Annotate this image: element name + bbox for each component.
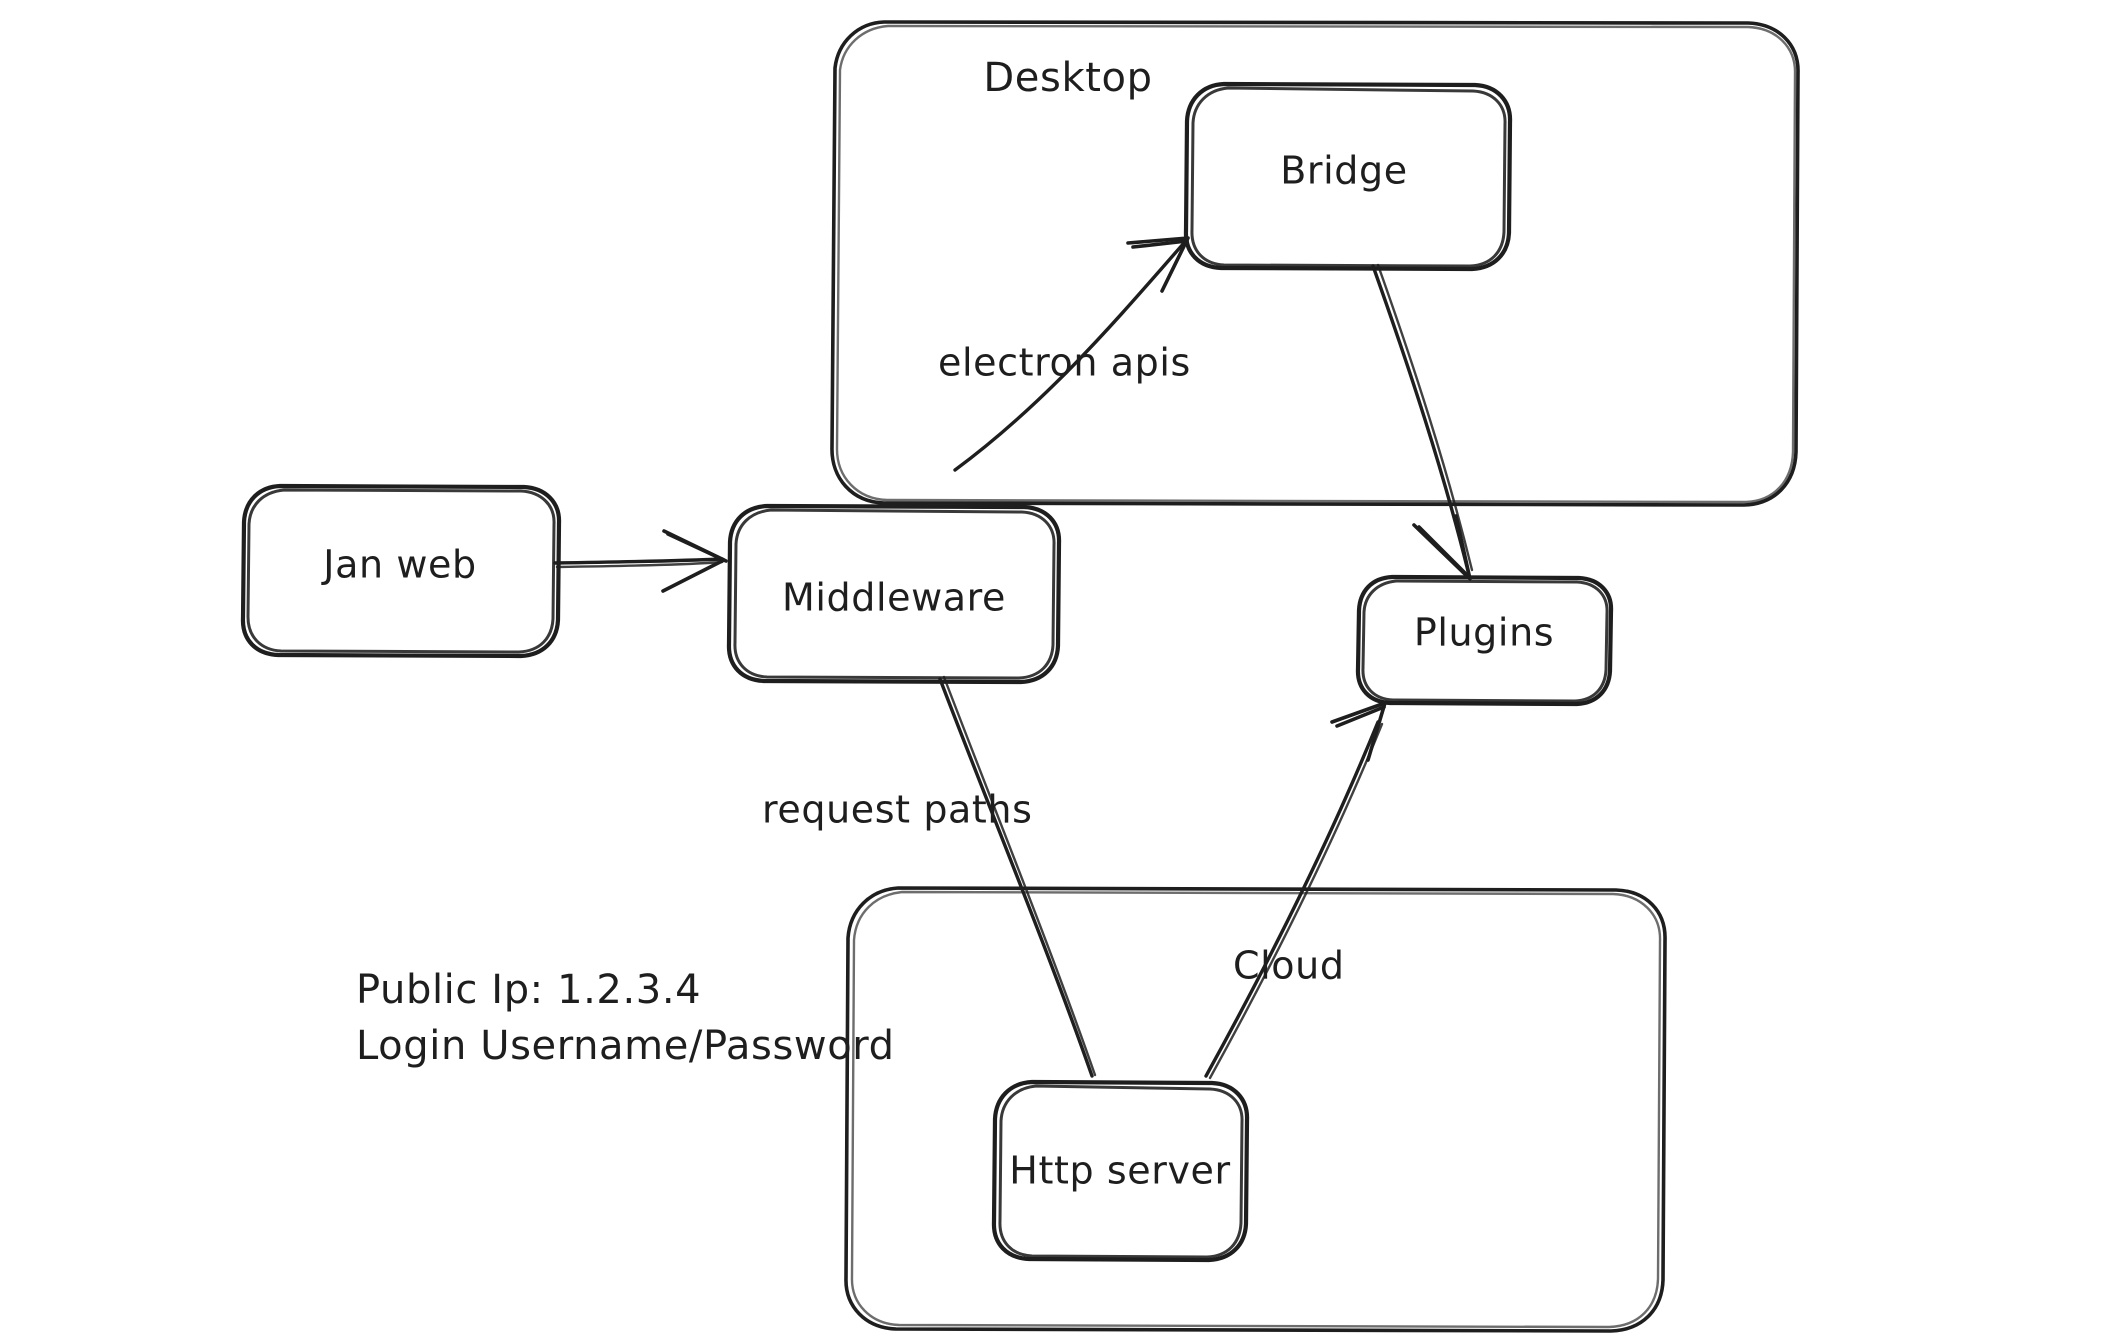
middleware-box-outline-second-pass	[733, 508, 1056, 680]
arrowhead-plugins-top-in-second-pass	[1417, 525, 1470, 578]
bridge-label: Bridge	[1280, 149, 1407, 193]
edge-label-electron-apis: electron apis	[938, 341, 1191, 385]
edge-line-middleware-bridge	[953, 241, 1186, 472]
group-desktop[interactable]: Desktop	[830, 20, 1800, 507]
jan-web-box-outline-second-pass	[246, 488, 556, 654]
edge-line-jan-web-middleware-second-pass	[555, 560, 724, 569]
group-cloud[interactable]	[844, 886, 1667, 1333]
edge-line-middleware-http-server	[938, 677, 1094, 1078]
cloud-container-outline-second-pass	[850, 890, 1662, 1329]
desktop-container-outline-second-pass	[835, 24, 1797, 504]
http-server-box-outline	[991, 1079, 1250, 1263]
http-server-label: Http server	[1009, 1149, 1230, 1193]
http-server-box-outline-second-pass	[998, 1084, 1244, 1259]
middleware-label: Middleware	[782, 576, 1006, 620]
edge-http-server-to-plugins[interactable]: Cloud	[1204, 701, 1387, 1080]
arrowhead-middleware-in-second-pass	[666, 532, 728, 563]
edge-line-jan-web-middleware	[553, 557, 724, 565]
edge-line-bridge-plugins-second-pass	[1376, 263, 1474, 572]
jan-web-box-outline	[240, 483, 562, 659]
node-bridge[interactable]: Bridge	[1183, 81, 1513, 272]
edge-line-http-server-plugins-second-pass	[1208, 722, 1384, 1080]
edge-jan-web-to-middleware[interactable]	[553, 529, 728, 593]
edge-line-middleware-http-server-second-pass	[942, 675, 1097, 1077]
bridge-box-outline	[1183, 81, 1513, 272]
plugins-label: Plugins	[1414, 611, 1554, 655]
plugins-box-outline	[1355, 574, 1614, 707]
node-plugins[interactable]: Plugins	[1355, 574, 1614, 707]
node-middleware[interactable]: Middleware	[726, 503, 1062, 685]
arrowhead-plugins-bottom-in-second-pass	[1335, 705, 1386, 728]
desktop-group-label: Desktop	[983, 55, 1152, 101]
node-jan-web[interactable]: Jan web	[240, 483, 562, 659]
edge-label-cloud: Cloud	[1233, 944, 1345, 988]
jan-web-label: Jan web	[321, 543, 476, 587]
edge-line-bridge-plugins	[1371, 264, 1470, 573]
middleware-box-outline	[726, 503, 1062, 685]
edge-label-request-paths: request paths	[762, 788, 1033, 832]
notes-block: Public Ip: 1.2.3.4 Login Username/Passwo…	[356, 967, 895, 1069]
plugins-box-outline-second-pass	[1361, 579, 1609, 703]
edge-bridge-to-plugins[interactable]	[1371, 263, 1474, 581]
arrowhead-bridge-in-second-pass	[1131, 239, 1189, 249]
note-login: Login Username/Password	[356, 1023, 895, 1069]
note-public-ip: Public Ip: 1.2.3.4	[356, 967, 701, 1013]
node-http-server[interactable]: Http server	[991, 1079, 1250, 1263]
desktop-container-outline	[830, 20, 1800, 507]
cloud-container-outline	[844, 886, 1667, 1333]
bridge-box-outline-second-pass	[1190, 86, 1507, 268]
edge-line-http-server-plugins	[1204, 720, 1380, 1078]
edge-middleware-to-http-server[interactable]: request paths	[762, 675, 1097, 1078]
edge-middleware-to-bridge[interactable]: electron apis	[938, 236, 1191, 472]
